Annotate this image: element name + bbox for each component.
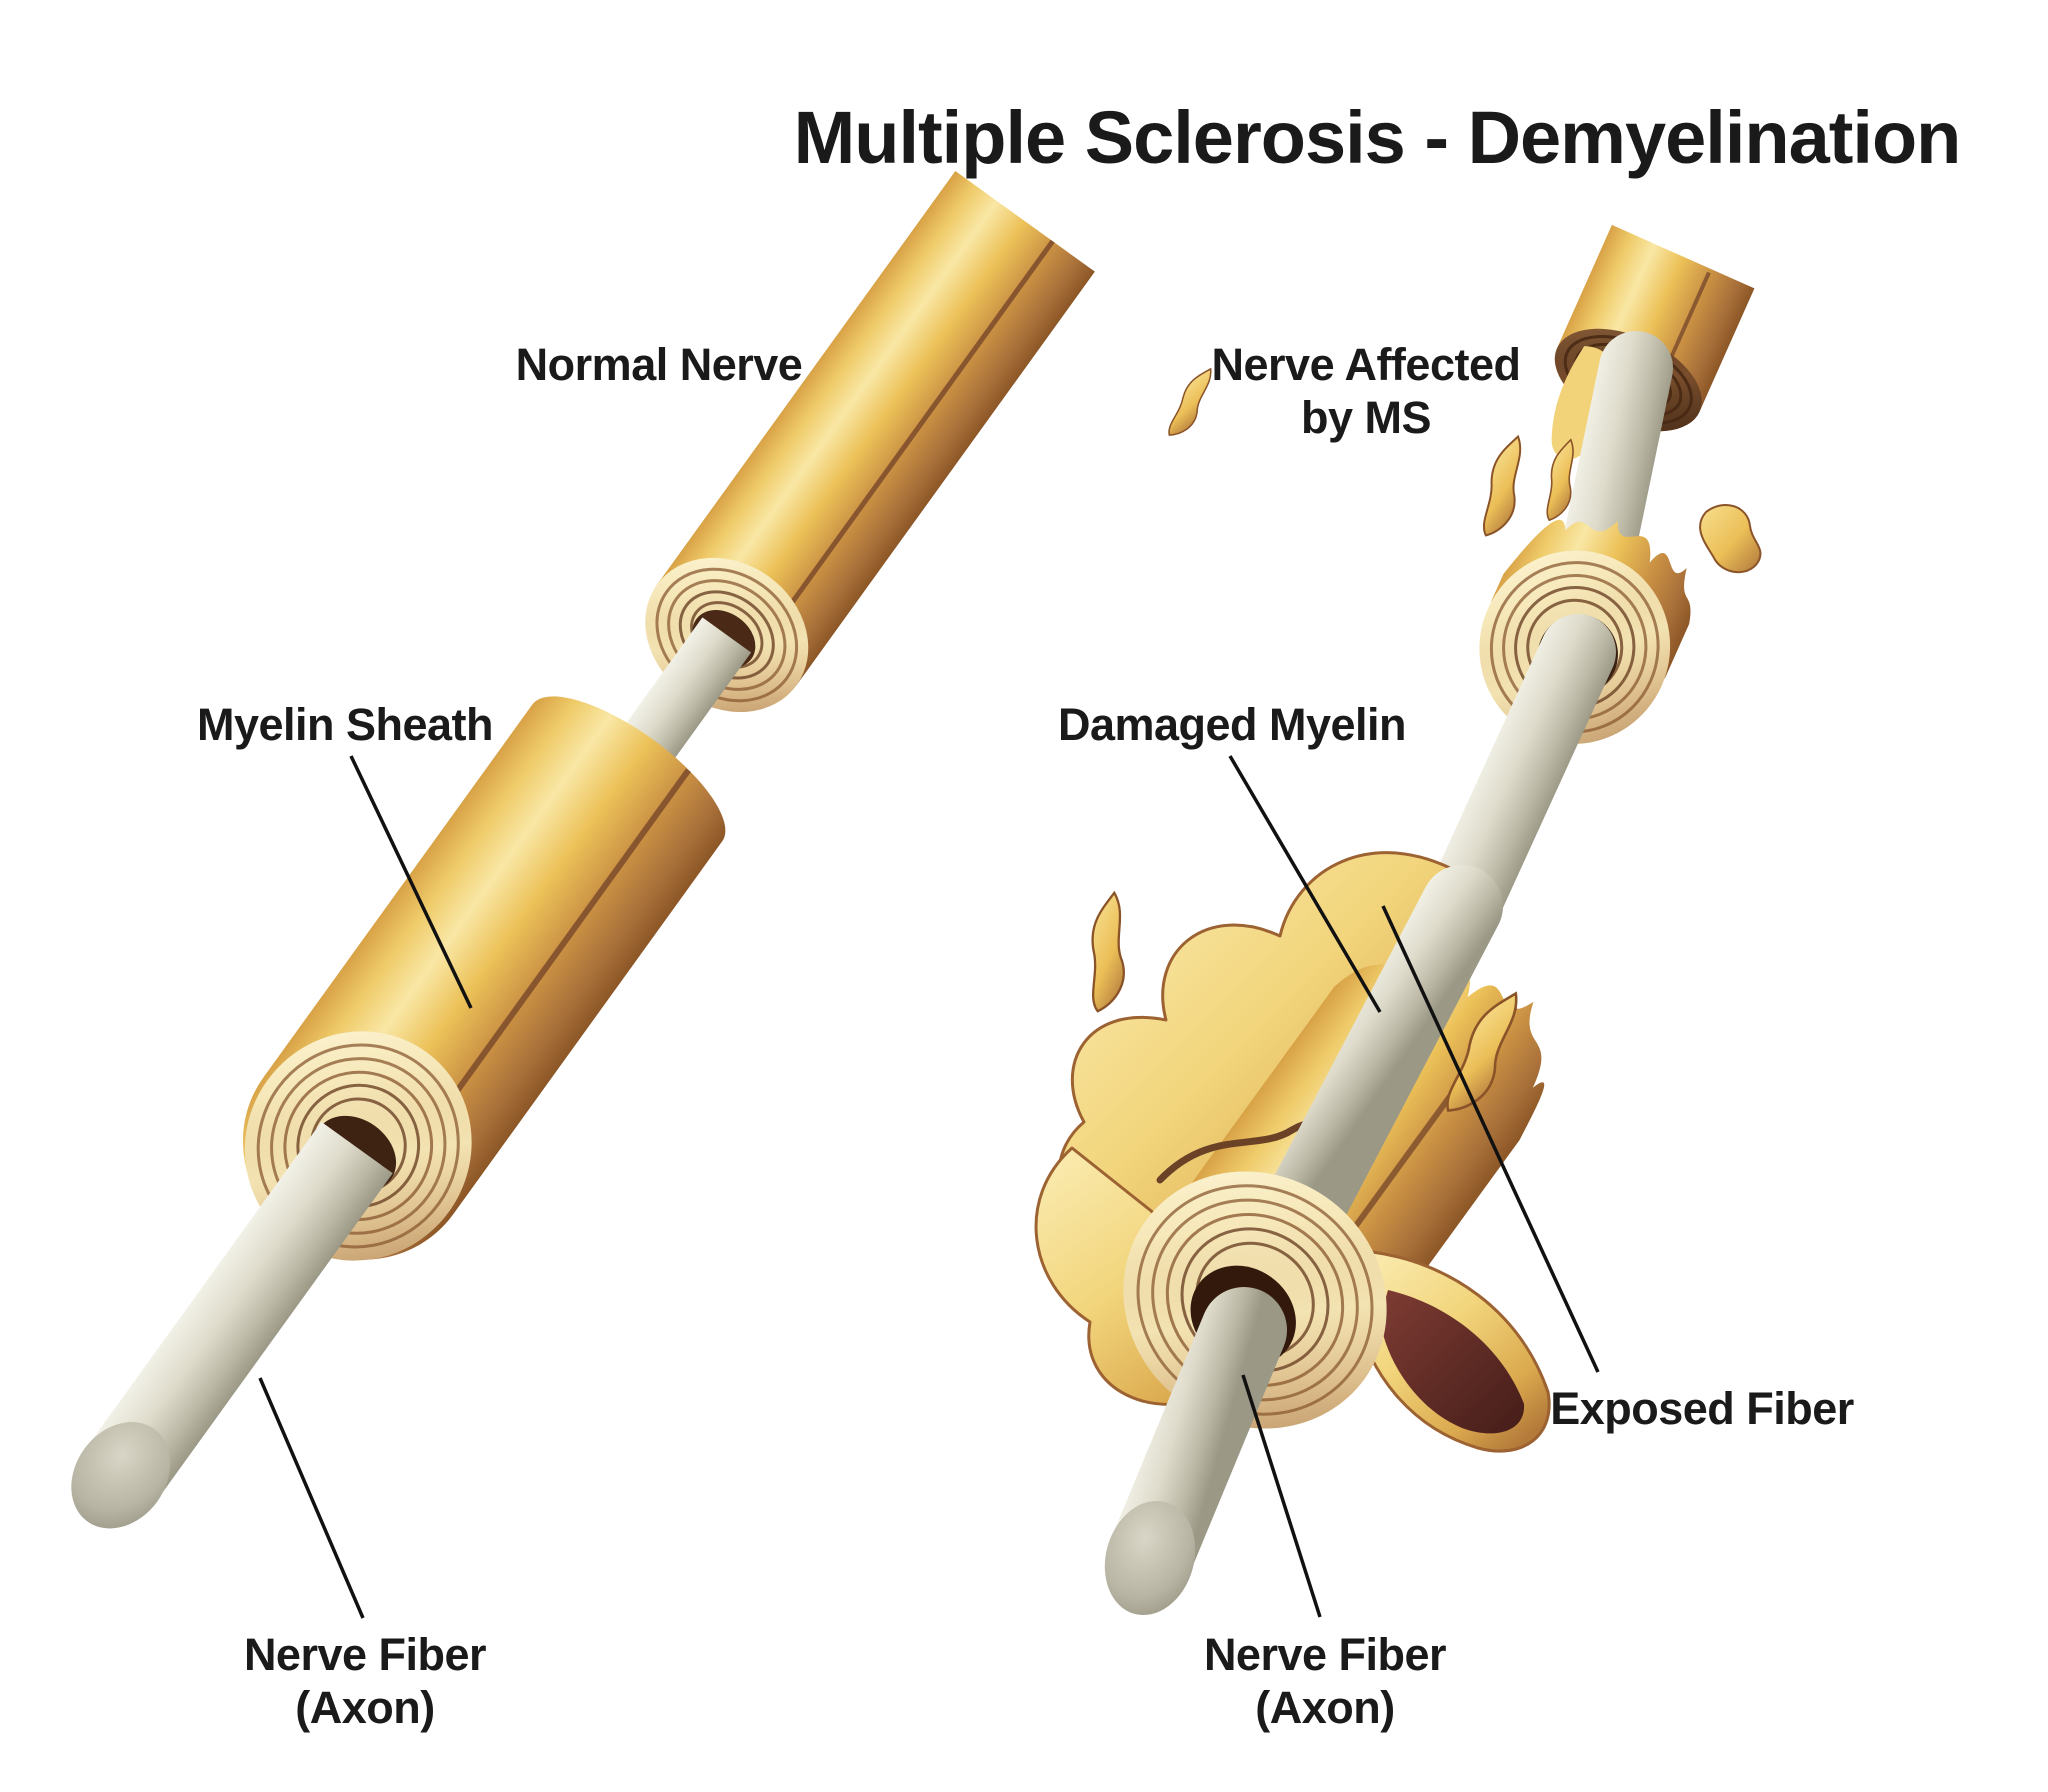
myelin-sheath-leader-line — [349, 755, 473, 1009]
exposed-fiber-label: Exposed Fiber — [1550, 1383, 1854, 1434]
ms-axon-end-cap — [1104, 1500, 1196, 1616]
ms-nerve-illustration — [1034, 224, 1762, 1616]
nerve-fiber-axon-label-left: Nerve Fiber (Axon) — [243, 1628, 487, 1734]
nerve-fiber-left-line1: Nerve Fiber — [243, 1629, 487, 1680]
myelin-sheath-label: Myelin Sheath — [196, 699, 494, 750]
damaged-myelin-label: Damaged Myelin — [1057, 699, 1407, 750]
exposed-fiber-leader-line — [1381, 905, 1600, 1373]
ms-nerve-caption: Nerve Affected by MS — [1212, 338, 1521, 444]
torn-myelin-maroon-curl — [1380, 1290, 1525, 1434]
nerve-fiber-left-line2: (Axon) — [295, 1682, 435, 1733]
nerve-fiber-right-line2: (Axon) — [1255, 1682, 1395, 1733]
leader-lines — [258, 755, 1600, 1619]
ms-axon-middle — [1424, 614, 1616, 944]
ms-nerve-caption-line1: Nerve Affected — [1211, 339, 1521, 390]
ms-myelin-drip — [1551, 346, 1612, 460]
normal-nerve-illustration — [71, 171, 1095, 1529]
normal-upper-myelin-segment — [651, 171, 1095, 699]
ms-nerve-caption-line2: by MS — [1300, 392, 1432, 443]
page-title: Multiple Sclerosis - Demyelination — [793, 96, 1962, 179]
normal-axon-end-cap — [71, 1422, 171, 1529]
damaged-myelin-leader-line — [1228, 755, 1382, 1013]
nerve-fiber-axon-label-right: Nerve Fiber (Axon) — [1203, 1628, 1447, 1734]
myelin-debris-fragments — [1081, 362, 1762, 1124]
normal-nerve-caption: Normal Nerve — [515, 339, 803, 390]
nerve-fiber-left-leader-line — [258, 1377, 365, 1619]
normal-axon-rod — [86, 1121, 393, 1500]
normal-upper-myelin-seam — [754, 239, 1055, 654]
nerve-fiber-right-line1: Nerve Fiber — [1203, 1629, 1447, 1680]
nerve-fiber-right-leader-line — [1241, 1374, 1322, 1618]
